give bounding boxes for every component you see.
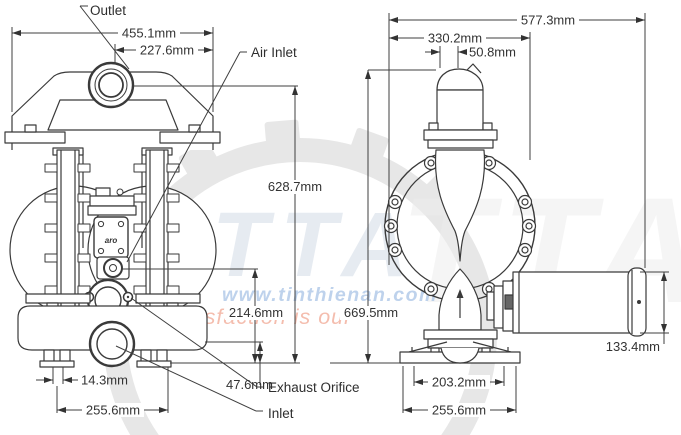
base-foot <box>399 341 521 364</box>
center-bracket <box>87 187 137 216</box>
callout-leader-inlet <box>115 345 263 412</box>
aro-nameplate: aro <box>93 216 129 259</box>
dim-base-inner-span-label: 203.2mm <box>432 375 486 390</box>
air-inlet-port <box>96 256 130 280</box>
clamp-bolts <box>383 155 537 297</box>
dim-air-cap-offset-label: 50.8mm <box>469 45 516 60</box>
dim-overall-width-label: 455.1mm <box>122 26 176 41</box>
manifold-flange-left <box>4 131 66 144</box>
muffler-assembly <box>486 267 647 337</box>
dim-body-width-label: 330.2mm <box>428 31 482 46</box>
dim-foot-span-label: 255.6mm <box>86 403 140 418</box>
manifold-flange-right <box>159 131 221 144</box>
inlet-port <box>88 320 136 368</box>
dimension-labels: 455.1mm 227.6mm 628.7mm 214.6mm 47.6mm 1… <box>81 13 660 418</box>
callout-leader-air-inlet <box>126 51 247 263</box>
callout-labels: Outlet Air Inlet Exhaust Orifice Inlet <box>90 3 360 421</box>
dim-outlet-to-edge-label: 227.6mm <box>140 43 194 58</box>
inlet-callout-label: Inlet <box>268 406 294 421</box>
manifold-bolt-left <box>24 124 37 133</box>
dim-base-height-label: 47.6mm <box>226 377 273 392</box>
inlet-elbow-profile <box>438 268 482 331</box>
callout-leader-outlet <box>79 5 130 70</box>
manifold-bolt-right <box>188 124 201 133</box>
dim-overall-length-label: 577.3mm <box>521 13 575 28</box>
outlet-pipe-profile <box>434 149 486 262</box>
outlet-callout-label: Outlet <box>90 3 126 18</box>
base-funnel <box>440 347 480 364</box>
top-flange <box>423 122 498 149</box>
column-bolts <box>44 163 180 295</box>
dim-overall-height-label: 669.5mm <box>344 305 398 320</box>
exhaust-callout-label: Exhaust Orifice <box>268 380 360 395</box>
dim-muffler-diameter-label: 133.4mm <box>606 339 660 354</box>
tie-rod-column-left <box>52 147 84 334</box>
top-manifold-panel <box>47 99 179 131</box>
dim-air-inlet-height-label: 214.6mm <box>229 305 283 320</box>
side-view-drawing <box>383 63 647 364</box>
dim-outlet-height-label: 628.7mm <box>268 179 322 194</box>
flow-arrow-icon <box>456 289 464 298</box>
aro-plate-label: aro <box>105 236 118 245</box>
muffler-tube <box>512 271 634 334</box>
callout-leader-exhaust <box>130 297 264 388</box>
watermark-brand: TTA <box>212 194 420 296</box>
air-inlet-callout-label: Air Inlet <box>251 45 297 60</box>
front-view-drawing: aro <box>4 61 221 368</box>
watermark-url: www.tinthienan.com <box>222 284 438 306</box>
label-backers <box>82 13 579 417</box>
outlet-port <box>87 61 135 109</box>
dim-base-span-label: 255.6mm <box>432 403 486 418</box>
dim-foot-slot-label: 14.3mm <box>81 373 128 388</box>
air-cap-top <box>436 63 484 131</box>
